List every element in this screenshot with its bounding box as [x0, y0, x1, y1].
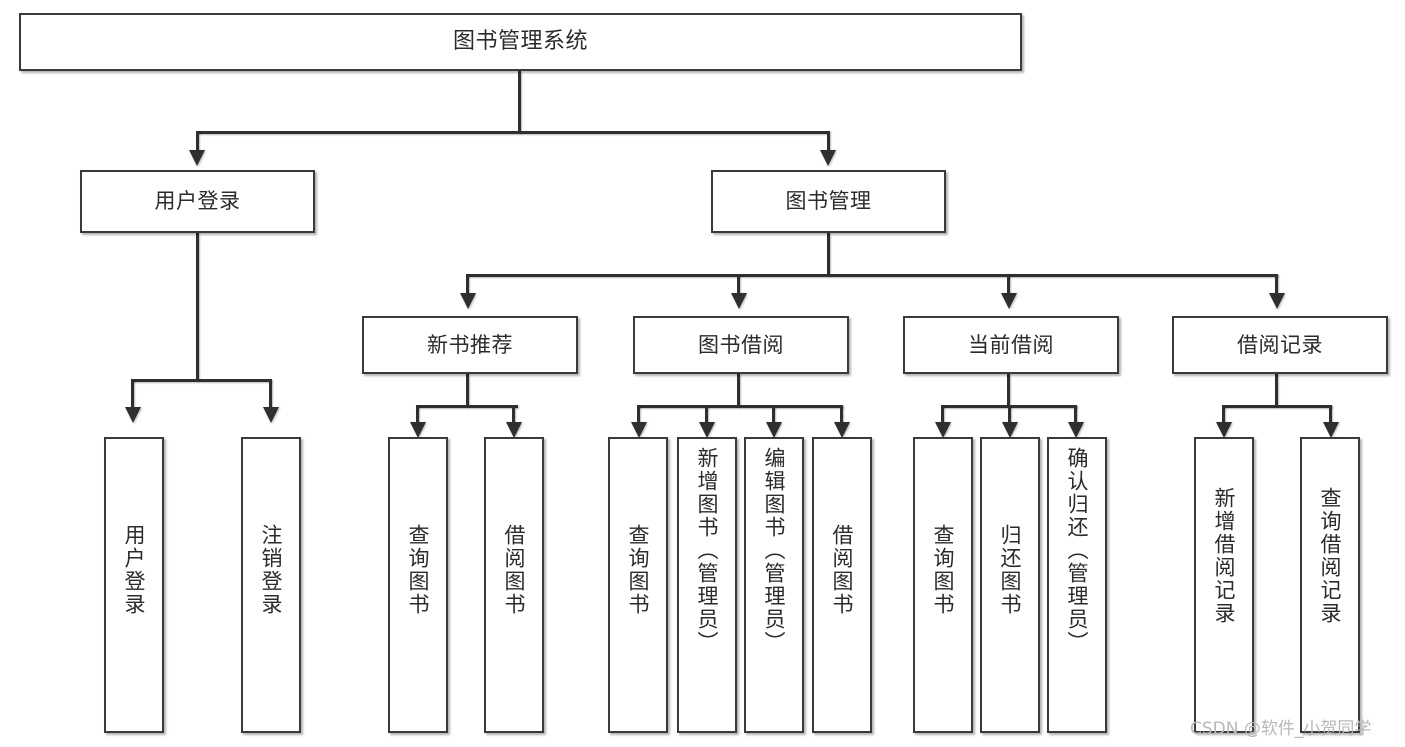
connector-bb-l2	[705, 405, 708, 427]
connector-bb-l4	[840, 405, 843, 427]
connector-cb-l1	[941, 405, 944, 427]
connector-nbr-l1	[416, 405, 419, 427]
connector-root-to-user-login	[196, 131, 199, 153]
node-label: 编辑图书（管理员）	[762, 447, 787, 654]
node-book-borrow[interactable]: 图书借阅	[633, 316, 849, 374]
arrow-to-user-login	[189, 150, 205, 166]
arrow-to-leaf-add-book	[699, 422, 715, 438]
arrow-to-book-manage	[820, 150, 836, 166]
node-label: 新增图书（管理员）	[695, 447, 720, 654]
node-label: 新书推荐	[427, 332, 513, 357]
connector-bm-c1	[466, 274, 469, 296]
node-leaf-borrow-book-2[interactable]: 借阅图书	[812, 437, 872, 733]
node-leaf-query-book-1[interactable]: 查询图书	[388, 437, 448, 733]
node-label: 图书管理系统	[452, 29, 588, 54]
connector-user-login-stem	[196, 233, 199, 381]
connector-cb-stem	[1007, 374, 1010, 407]
connector-root-stem	[518, 71, 521, 133]
node-label: 查询借阅记录	[1318, 487, 1343, 625]
arrow-to-leaf-return-book	[1002, 422, 1018, 438]
node-label: 查询图书	[931, 524, 956, 616]
connector-bb-l1	[637, 405, 640, 427]
arrow-to-leaf-query-book-3	[935, 422, 951, 438]
arrow-to-leaf-borrow-book-1	[506, 422, 522, 438]
node-label: 归还图书	[998, 524, 1023, 616]
connector-bb-bar	[637, 405, 843, 408]
node-leaf-user-login[interactable]: 用户登录	[104, 437, 164, 733]
node-label: 新增借阅记录	[1212, 487, 1237, 625]
connector-br-stem	[1275, 374, 1278, 407]
arrow-to-leaf-query-record	[1323, 422, 1339, 438]
node-label: 用户登录	[154, 189, 241, 213]
node-leaf-query-book-2[interactable]: 查询图书	[608, 437, 668, 733]
node-label: 图书借阅	[698, 332, 784, 357]
connector-book-manage-stem	[827, 233, 830, 276]
node-leaf-borrow-book-1[interactable]: 借阅图书	[484, 437, 544, 733]
connector-br-l1	[1222, 405, 1225, 427]
node-leaf-edit-book[interactable]: 编辑图书（管理员）	[744, 437, 804, 733]
arrow-to-leaf-user-login	[125, 407, 141, 423]
arrow-to-leaf-confirm-return	[1068, 422, 1084, 438]
node-label: 借阅图书	[830, 524, 855, 616]
node-leaf-query-book-3[interactable]: 查询图书	[913, 437, 973, 733]
node-leaf-add-record[interactable]: 新增借阅记录	[1194, 437, 1254, 733]
connector-nbr-bar	[416, 405, 518, 408]
connector-nbr-l2	[512, 405, 515, 427]
node-label: 借阅图书	[502, 524, 527, 616]
arrow-to-new-book-recommend	[460, 293, 476, 309]
connector-root-bar	[196, 131, 827, 134]
arrow-to-leaf-edit-book	[766, 422, 782, 438]
connector-cb-l2	[1008, 405, 1011, 427]
node-root-book-management-system[interactable]: 图书管理系统	[19, 13, 1022, 71]
node-label: 用户登录	[122, 524, 147, 616]
node-label: 图书管理	[785, 189, 872, 213]
node-label: 当前借阅	[968, 332, 1054, 357]
arrow-to-leaf-query-book-2	[631, 422, 647, 438]
node-leaf-user-logout[interactable]: 注销登录	[241, 437, 301, 733]
arrow-to-leaf-add-record	[1216, 422, 1232, 438]
arrow-to-leaf-borrow-book-2	[834, 422, 850, 438]
node-leaf-query-record[interactable]: 查询借阅记录	[1300, 437, 1360, 733]
arrow-to-book-borrow	[731, 293, 747, 309]
arrow-to-leaf-query-book-1	[410, 422, 426, 438]
arrow-to-borrow-record	[1269, 293, 1285, 309]
connector-bm-c4	[1275, 274, 1278, 296]
node-borrow-record[interactable]: 借阅记录	[1172, 316, 1388, 374]
connector-nbr-stem	[466, 374, 469, 407]
connector-bb-stem	[737, 374, 740, 407]
node-label: 借阅记录	[1237, 332, 1323, 357]
connector-bb-l3	[772, 405, 775, 427]
connector-user-login-bar	[131, 379, 271, 382]
connector-cb-l3	[1074, 405, 1077, 427]
csdn-watermark: CSDN @软件_小贺同学	[1190, 719, 1372, 739]
node-leaf-add-book[interactable]: 新增图书（管理员）	[677, 437, 737, 733]
node-user-login[interactable]: 用户登录	[80, 170, 315, 233]
arrow-to-leaf-user-logout	[263, 407, 279, 423]
connector-book-manage-bar	[466, 274, 1278, 277]
node-leaf-confirm-return[interactable]: 确认归还（管理员）	[1047, 437, 1107, 733]
node-label: 注销登录	[259, 524, 284, 616]
connector-bm-c2	[737, 274, 740, 296]
node-new-book-recommend[interactable]: 新书推荐	[362, 316, 578, 374]
node-current-borrow[interactable]: 当前借阅	[903, 316, 1119, 374]
connector-bm-c3	[1007, 274, 1010, 296]
node-label: 查询图书	[626, 524, 651, 616]
node-book-manage[interactable]: 图书管理	[711, 170, 946, 233]
connector-root-to-book-manage	[827, 131, 830, 153]
node-leaf-return-book[interactable]: 归还图书	[980, 437, 1040, 733]
node-label: 确认归还（管理员）	[1065, 447, 1090, 654]
node-label: 查询图书	[406, 524, 431, 616]
arrow-to-current-borrow	[1001, 293, 1017, 309]
connector-br-bar	[1222, 405, 1332, 408]
connector-ul-left	[131, 379, 134, 410]
connector-ul-right	[269, 379, 272, 410]
connector-br-l2	[1329, 405, 1332, 427]
